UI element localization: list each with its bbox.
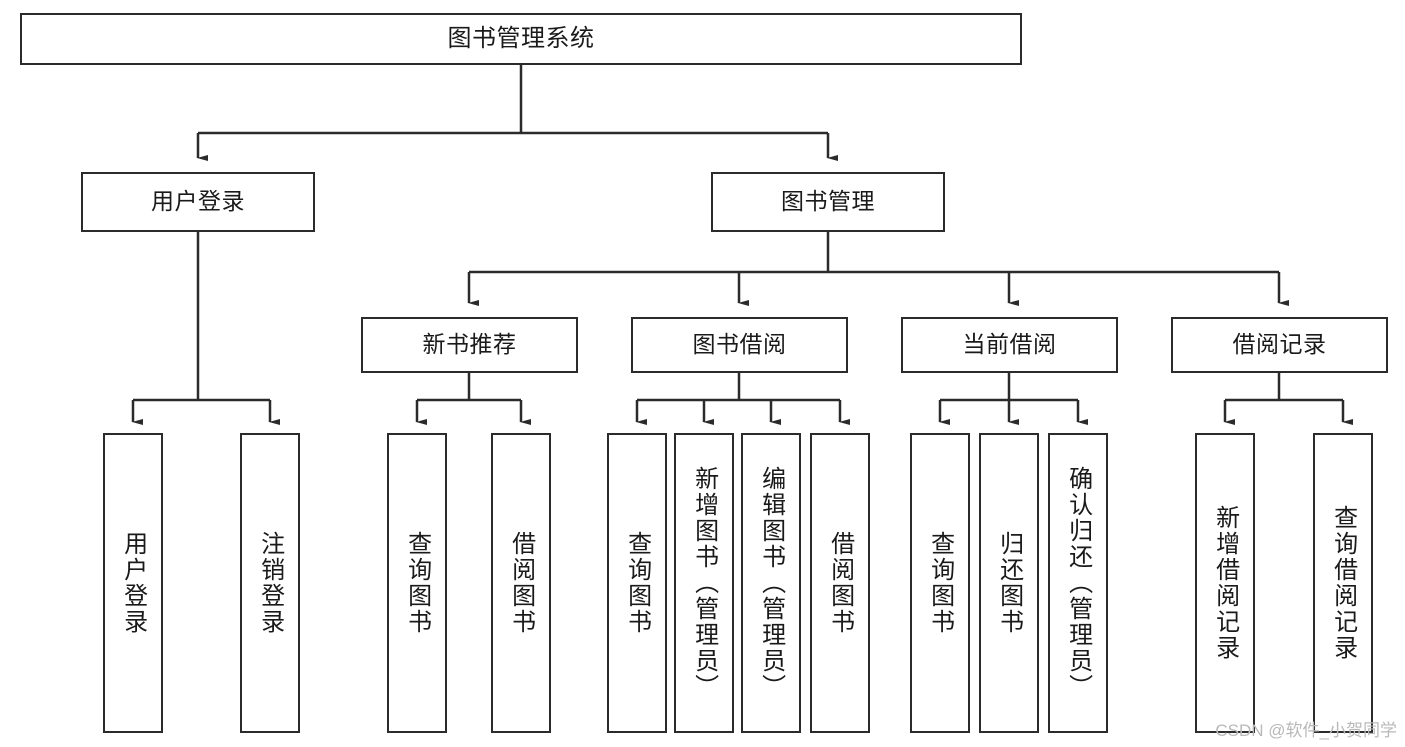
node-leaf-add-book-admin[interactable]: 新增图书（管理员） bbox=[674, 433, 734, 733]
node-leaf-borrow-book-2[interactable]: 借阅图书 bbox=[810, 433, 870, 733]
node-label: 借阅图书 bbox=[826, 531, 854, 635]
node-label: 借阅图书 bbox=[507, 531, 535, 635]
node-new-book-recommendation[interactable]: 新书推荐 bbox=[361, 317, 578, 373]
node-label: 注销登录 bbox=[256, 531, 284, 635]
node-leaf-borrow-book-1[interactable]: 借阅图书 bbox=[491, 433, 551, 733]
node-label: 查询图书 bbox=[403, 531, 431, 635]
node-leaf-query-borrow-record[interactable]: 查询借阅记录 bbox=[1313, 433, 1373, 733]
node-label: 借阅记录 bbox=[1232, 331, 1327, 358]
node-label: 归还图书 bbox=[995, 531, 1023, 635]
node-label: 新增图书（管理员） bbox=[690, 466, 718, 700]
node-label: 当前借阅 bbox=[962, 331, 1057, 358]
node-root-book-management-system[interactable]: 图书管理系统 bbox=[20, 13, 1022, 65]
node-leaf-query-book-1[interactable]: 查询图书 bbox=[387, 433, 447, 733]
node-label: 新增借阅记录 bbox=[1211, 505, 1239, 661]
csdn-watermark: CSDN @软件_小贺同学 bbox=[1215, 721, 1397, 740]
node-current-borrowing[interactable]: 当前借阅 bbox=[901, 317, 1118, 373]
node-borrowing-record[interactable]: 借阅记录 bbox=[1171, 317, 1388, 373]
node-label: 查询借阅记录 bbox=[1329, 505, 1357, 661]
node-label: 查询图书 bbox=[926, 531, 954, 635]
node-leaf-return-book[interactable]: 归还图书 bbox=[979, 433, 1039, 733]
node-leaf-user-login[interactable]: 用户登录 bbox=[103, 433, 163, 733]
node-label: 图书借阅 bbox=[692, 331, 787, 358]
node-leaf-query-book-2[interactable]: 查询图书 bbox=[607, 433, 667, 733]
node-label: 用户登录 bbox=[151, 188, 245, 215]
node-label: 图书管理系统 bbox=[447, 24, 595, 52]
node-label: 确认归还（管理员） bbox=[1064, 466, 1092, 700]
node-leaf-query-book-3[interactable]: 查询图书 bbox=[910, 433, 970, 733]
node-leaf-logout-login[interactable]: 注销登录 bbox=[240, 433, 300, 733]
node-label: 新书推荐 bbox=[422, 331, 517, 358]
node-leaf-edit-book-admin[interactable]: 编辑图书（管理员） bbox=[741, 433, 801, 733]
node-label: 查询图书 bbox=[623, 531, 651, 635]
node-label: 用户登录 bbox=[119, 531, 147, 635]
node-label: 编辑图书（管理员） bbox=[757, 466, 785, 700]
node-book-borrowing[interactable]: 图书借阅 bbox=[631, 317, 848, 373]
node-leaf-add-borrow-record[interactable]: 新增借阅记录 bbox=[1195, 433, 1255, 733]
node-label: 图书管理 bbox=[781, 188, 875, 215]
node-book-management[interactable]: 图书管理 bbox=[711, 172, 945, 232]
node-leaf-confirm-return-admin[interactable]: 确认归还（管理员） bbox=[1048, 433, 1108, 733]
node-user-login[interactable]: 用户登录 bbox=[81, 172, 315, 232]
